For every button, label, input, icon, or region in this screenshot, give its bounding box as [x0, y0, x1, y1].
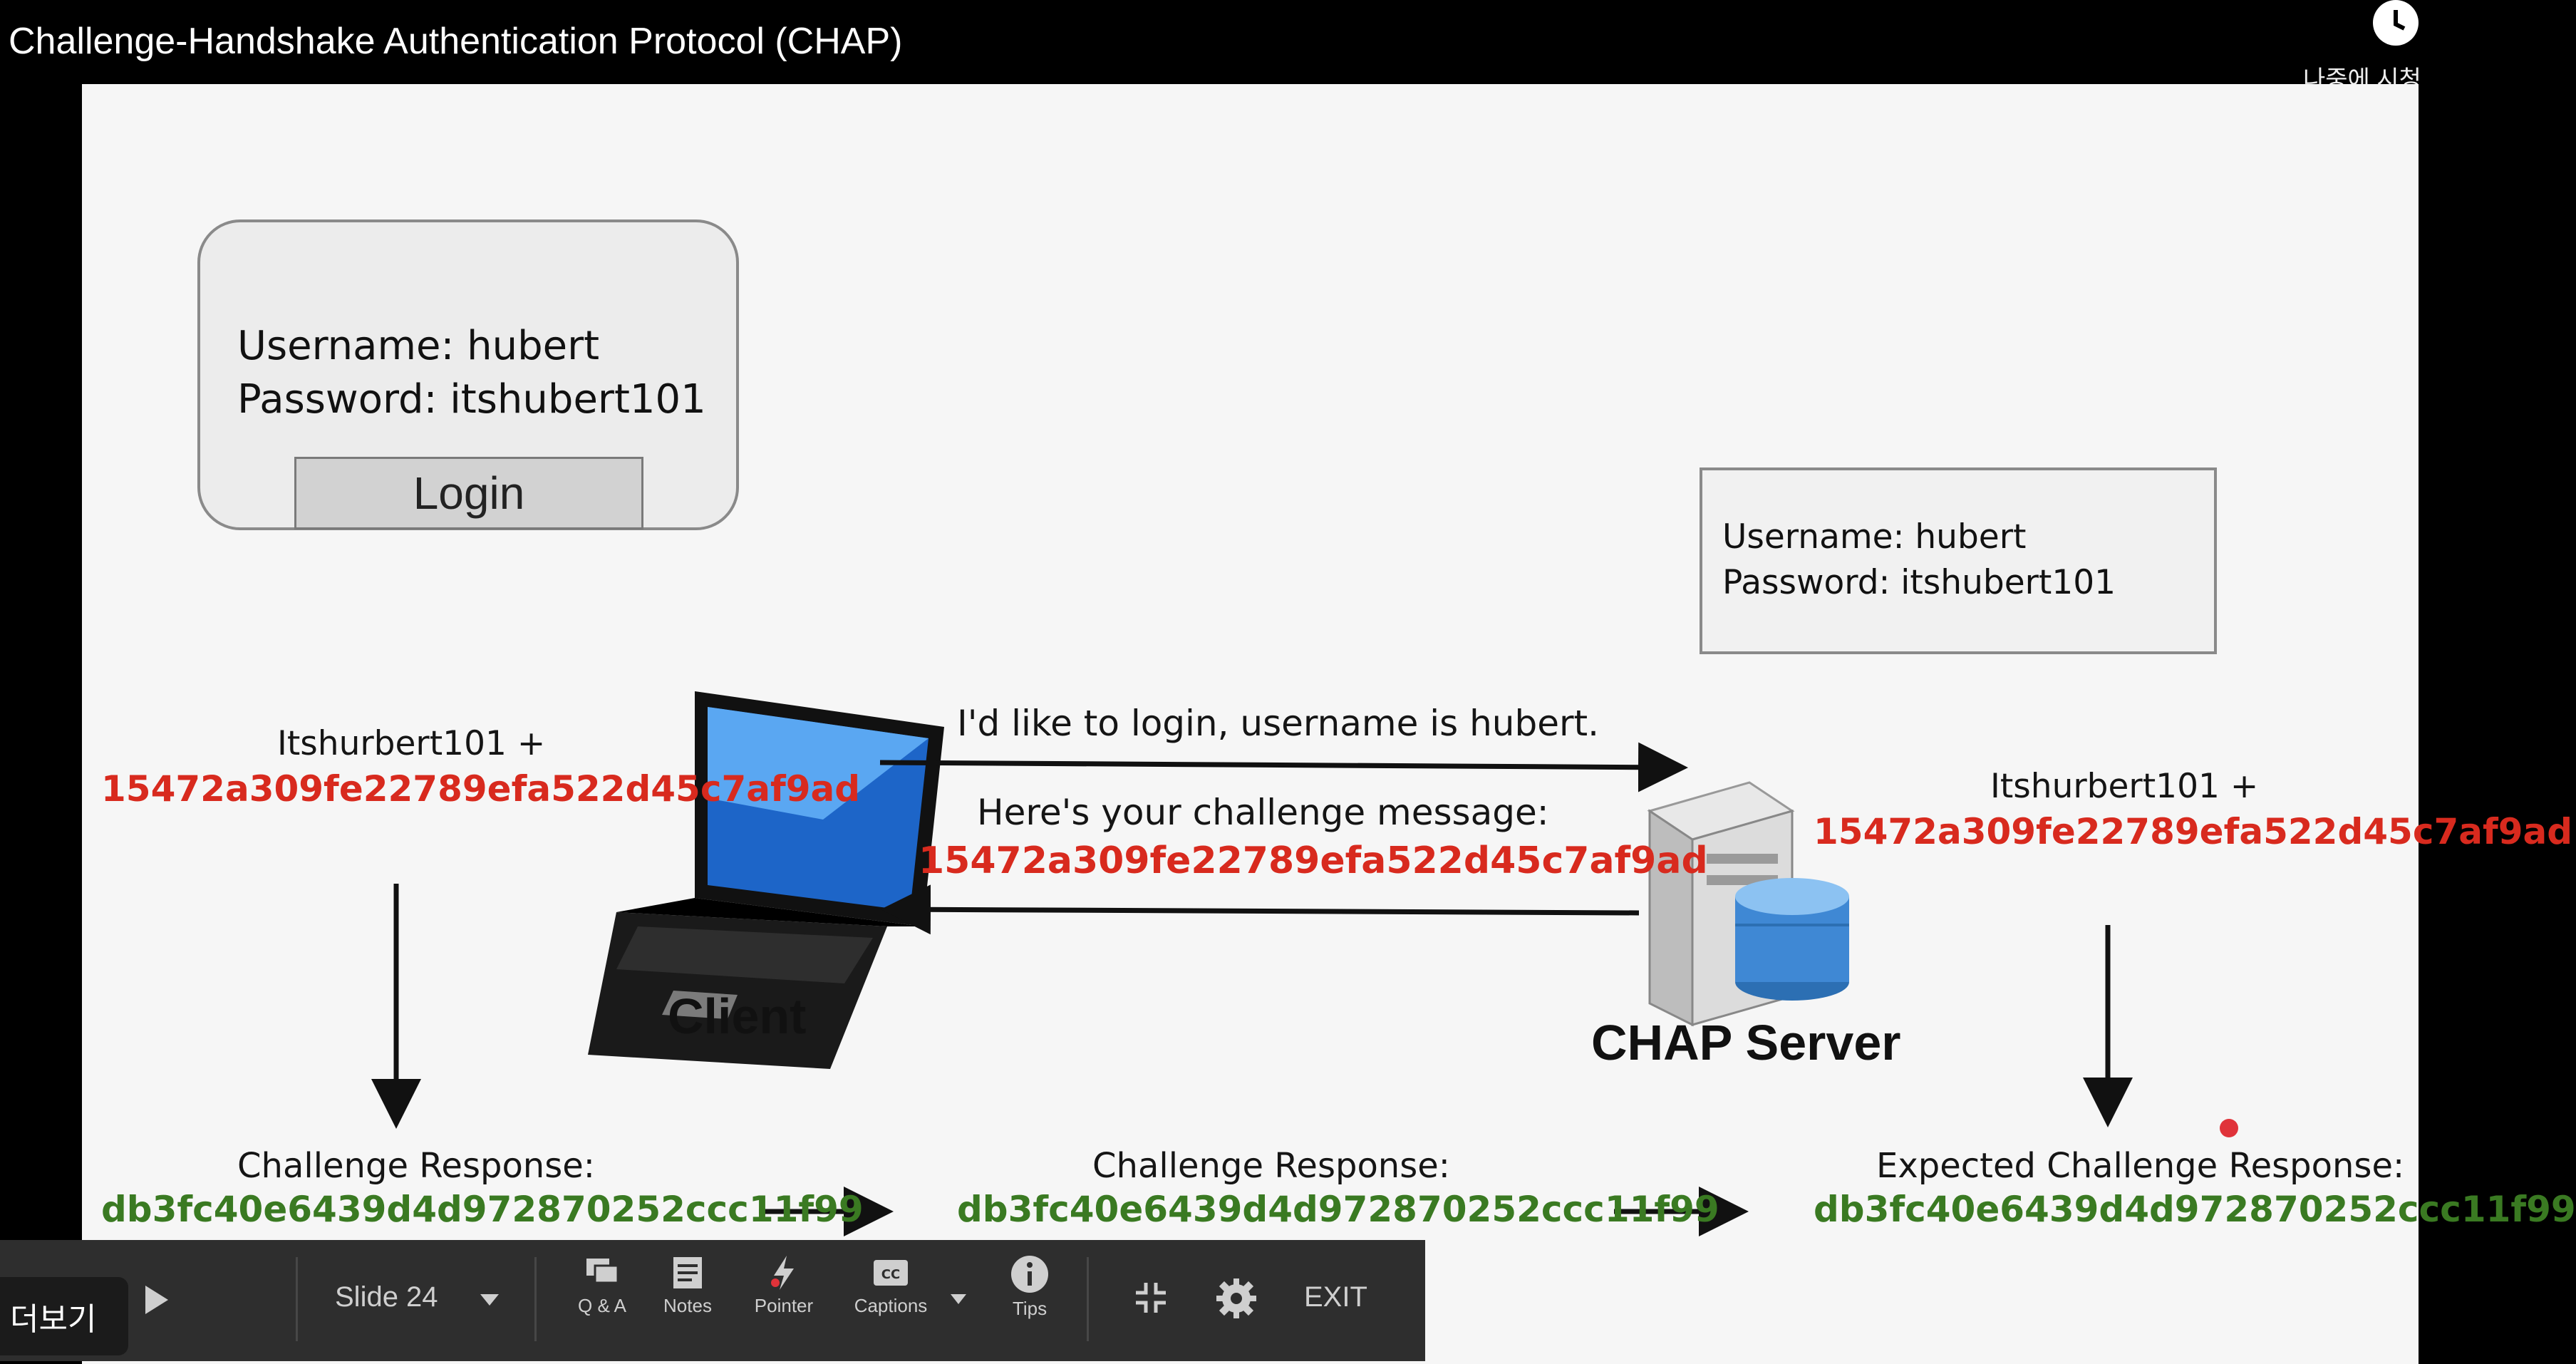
laptop-icon — [588, 684, 958, 1073]
presentation-slide: Username: hubert Password: itshubert101 … — [82, 84, 2576, 1364]
client-label: Client — [668, 988, 807, 1044]
notes-label: Notes — [663, 1295, 712, 1316]
expected-response-value: db3fc40e6439d4d972870252ccc11f99 — [1814, 1189, 2576, 1230]
challenge-message-label: Here's your challenge message: — [977, 792, 1549, 833]
laser-pointer-dot — [2220, 1119, 2238, 1137]
chap-server-label: CHAP Server — [1591, 1015, 1901, 1070]
more-button[interactable]: 더보기 — [0, 1277, 128, 1355]
client-response-label: Challenge Response: — [237, 1146, 595, 1186]
server-input-line: Itshurbert101 + — [1990, 767, 2259, 806]
server-username: Username: hubert — [1722, 517, 2027, 557]
exit-button[interactable]: EXIT — [1304, 1281, 1367, 1313]
middle-response-label: Challenge Response: — [1092, 1146, 1450, 1186]
client-password: Password: itshubert101 — [237, 376, 706, 423]
captions-button[interactable]: CC Captions — [848, 1254, 933, 1317]
qa-label: Q & A — [578, 1295, 626, 1316]
gear-icon[interactable] — [1215, 1277, 1258, 1323]
server-credentials-card — [1700, 467, 2217, 654]
captions-label: Captions — [854, 1295, 928, 1316]
server-input-hash: 15472a309fe22789efa522d45c7af9ad — [1814, 811, 2573, 852]
chat-icon — [586, 1259, 619, 1284]
play-icon[interactable] — [143, 1283, 171, 1321]
laser-pointer-icon — [771, 1256, 794, 1290]
server-icon — [1635, 768, 1849, 1043]
video-title: Challenge-Handshake Authentication Proto… — [9, 21, 903, 62]
client-response-value: db3fc40e6439d4d972870252ccc11f99 — [101, 1189, 864, 1230]
svg-text:CC: CC — [881, 1267, 900, 1282]
slide-number[interactable]: Slide 24 — [335, 1281, 438, 1313]
pointer-button[interactable]: Pointer — [748, 1254, 819, 1317]
notes-icon — [673, 1257, 702, 1288]
client-username: Username: hubert — [237, 323, 600, 369]
captions-chevron-icon[interactable] — [949, 1293, 968, 1309]
server-password: Password: itshubert101 — [1722, 563, 2116, 602]
client-input-line: Itshurbert101 + — [277, 724, 546, 763]
captions-icon: CC — [874, 1260, 908, 1286]
tips-button[interactable]: Tips — [998, 1254, 1062, 1320]
expected-response-label: Expected Challenge Response: — [1876, 1146, 2405, 1186]
login-request-message: I'd like to login, username is hubert. — [957, 703, 1600, 744]
pointer-label: Pointer — [754, 1295, 814, 1316]
middle-response-value: db3fc40e6439d4d972870252ccc11f99 — [957, 1189, 1719, 1230]
qa-button[interactable]: Q & A — [570, 1254, 634, 1317]
client-input-hash: 15472a309fe22789efa522d45c7af9ad — [101, 768, 861, 810]
more-label: 더보기 — [10, 1302, 97, 1337]
notes-button[interactable]: Notes — [656, 1254, 720, 1317]
chevron-down-icon[interactable] — [479, 1293, 500, 1311]
flow-arrows — [371, 742, 2133, 1236]
presentation-toolbar: Slide 24 Q & A Notes Pointer CC Captions… — [0, 1240, 1425, 1361]
info-icon — [1011, 1256, 1048, 1293]
login-button[interactable]: Login — [294, 457, 643, 529]
tips-label: Tips — [1012, 1298, 1048, 1319]
challenge-message-value: 15472a309fe22789efa522d45c7af9ad — [919, 839, 1708, 882]
exit-fullscreen-icon[interactable] — [1133, 1280, 1169, 1319]
clock-icon[interactable] — [2373, 0, 2419, 46]
